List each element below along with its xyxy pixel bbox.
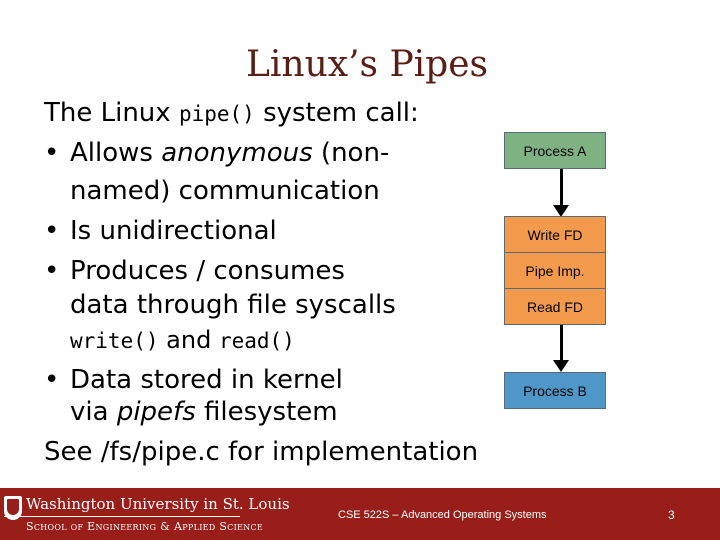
intro-line: The Linux pipe() system call: xyxy=(44,98,419,128)
bullet-2: •Is unidirectional xyxy=(44,216,277,246)
bullet-1-cont: named) communication xyxy=(70,176,380,206)
slide-title: Linux’s Pipes xyxy=(245,44,488,85)
arrowhead-down-icon xyxy=(553,205,569,217)
arrowhead-down-icon xyxy=(553,360,569,372)
arrow-a-to-pipe xyxy=(560,169,563,207)
write-fd-box: Write FD xyxy=(504,216,606,253)
arrow-pipe-to-b xyxy=(560,325,563,363)
code-read: read() xyxy=(218,329,295,353)
sub-syscalls: write() and read() xyxy=(70,326,295,354)
footer-course: CSE 522S – Advanced Operating Systems xyxy=(338,509,547,521)
bullet-4-cont: via pipefs filesystem xyxy=(70,397,338,427)
footer-bar: Washington University in St. Louis Schoo… xyxy=(0,488,720,540)
bullet-3: •Produces / consumes xyxy=(44,256,345,286)
process-a-box: Process A xyxy=(504,132,606,169)
closing-line: See /fs/pipe.c for implementation xyxy=(44,437,479,467)
read-fd-box: Read FD xyxy=(504,288,606,325)
bullet-3-cont: data through file syscalls xyxy=(70,290,396,320)
code-pipe: pipe() xyxy=(178,102,255,126)
code-write: write() xyxy=(70,329,159,353)
pipe-imp-box: Pipe Imp. xyxy=(504,252,606,289)
bullet-4: •Data stored in kernel xyxy=(44,365,343,395)
process-b-box: Process B xyxy=(504,372,606,409)
page-number: 3 xyxy=(668,508,675,522)
bullet-1: •Allows anonymous (non- xyxy=(44,138,390,168)
shield-icon xyxy=(4,496,22,520)
university-logo: Washington University in St. Louis Schoo… xyxy=(4,492,290,536)
